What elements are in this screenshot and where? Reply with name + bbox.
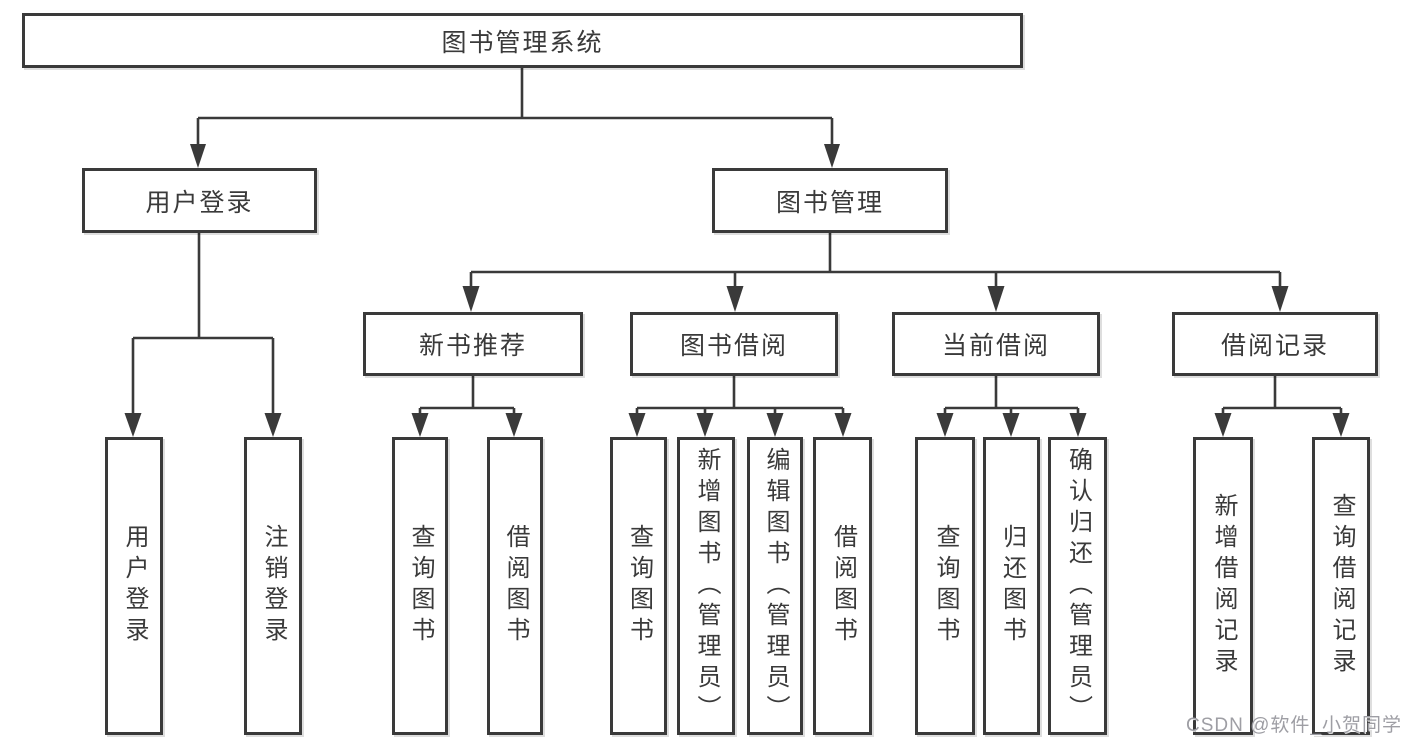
leaf-query-books-current: 查询图书 [915, 437, 975, 735]
leaf-add-borrow-record: 新增借阅记录 [1193, 437, 1253, 735]
leaf-borrow-books-label: 借阅图书 [829, 524, 857, 648]
leaf-logout-label: 注销登录 [260, 524, 287, 648]
leaf-add-borrow-record-label: 新增借阅记录 [1210, 493, 1237, 679]
leaf-return-books-label: 归还图书 [998, 524, 1026, 648]
node-current-borrowing-label: 当前借阅 [941, 332, 1050, 360]
node-book-management: 图书管理 [712, 168, 948, 233]
node-user-login-label: 用户登录 [145, 188, 254, 217]
node-library-system-label: 图书管理系统 [441, 28, 604, 57]
leaf-query-books-borrow: 查询图书 [610, 437, 667, 735]
leaf-borrow-books-recommend-label: 借阅图书 [502, 524, 529, 648]
node-new-book-recommend-label: 新书推荐 [418, 332, 527, 360]
node-borrowing-records-label: 借阅记录 [1220, 332, 1329, 360]
leaf-edit-book-admin-label: 编辑图书（管理员） [762, 446, 789, 726]
leaf-confirm-return-admin-label: 确认归还（管理员） [1064, 446, 1092, 726]
node-book-borrowing-label: 图书借阅 [679, 332, 788, 360]
leaf-logout: 注销登录 [244, 437, 302, 735]
leaf-user-login-label: 用户登录 [121, 524, 148, 648]
leaf-add-book-admin: 新增图书（管理员） [677, 437, 735, 735]
node-user-login: 用户登录 [82, 168, 317, 233]
leaf-query-books-recommend-label: 查询图书 [407, 524, 434, 648]
node-borrowing-records: 借阅记录 [1172, 312, 1378, 376]
leaf-query-books-current-label: 查询图书 [932, 524, 959, 648]
leaf-query-borrow-record: 查询借阅记录 [1312, 437, 1370, 735]
watermark: CSDN @软件_小贺同学 [1186, 715, 1402, 736]
leaf-add-book-admin-label: 新增图书（管理员） [693, 446, 720, 726]
leaf-query-books-borrow-label: 查询图书 [625, 524, 653, 648]
leaf-user-login: 用户登录 [105, 437, 163, 735]
node-current-borrowing: 当前借阅 [892, 312, 1100, 376]
leaf-confirm-return-admin: 确认归还（管理员） [1048, 437, 1107, 735]
leaf-borrow-books: 借阅图书 [813, 437, 872, 735]
node-book-management-label: 图书管理 [775, 188, 884, 217]
leaf-edit-book-admin: 编辑图书（管理员） [747, 437, 803, 735]
leaf-query-borrow-record-label: 查询借阅记录 [1328, 493, 1355, 679]
leaf-query-books-recommend: 查询图书 [392, 437, 448, 735]
node-new-book-recommend: 新书推荐 [363, 312, 583, 376]
leaf-return-books: 归还图书 [983, 437, 1040, 735]
leaf-borrow-books-recommend: 借阅图书 [487, 437, 543, 735]
node-library-system: 图书管理系统 [22, 13, 1023, 68]
node-book-borrowing: 图书借阅 [630, 312, 838, 376]
